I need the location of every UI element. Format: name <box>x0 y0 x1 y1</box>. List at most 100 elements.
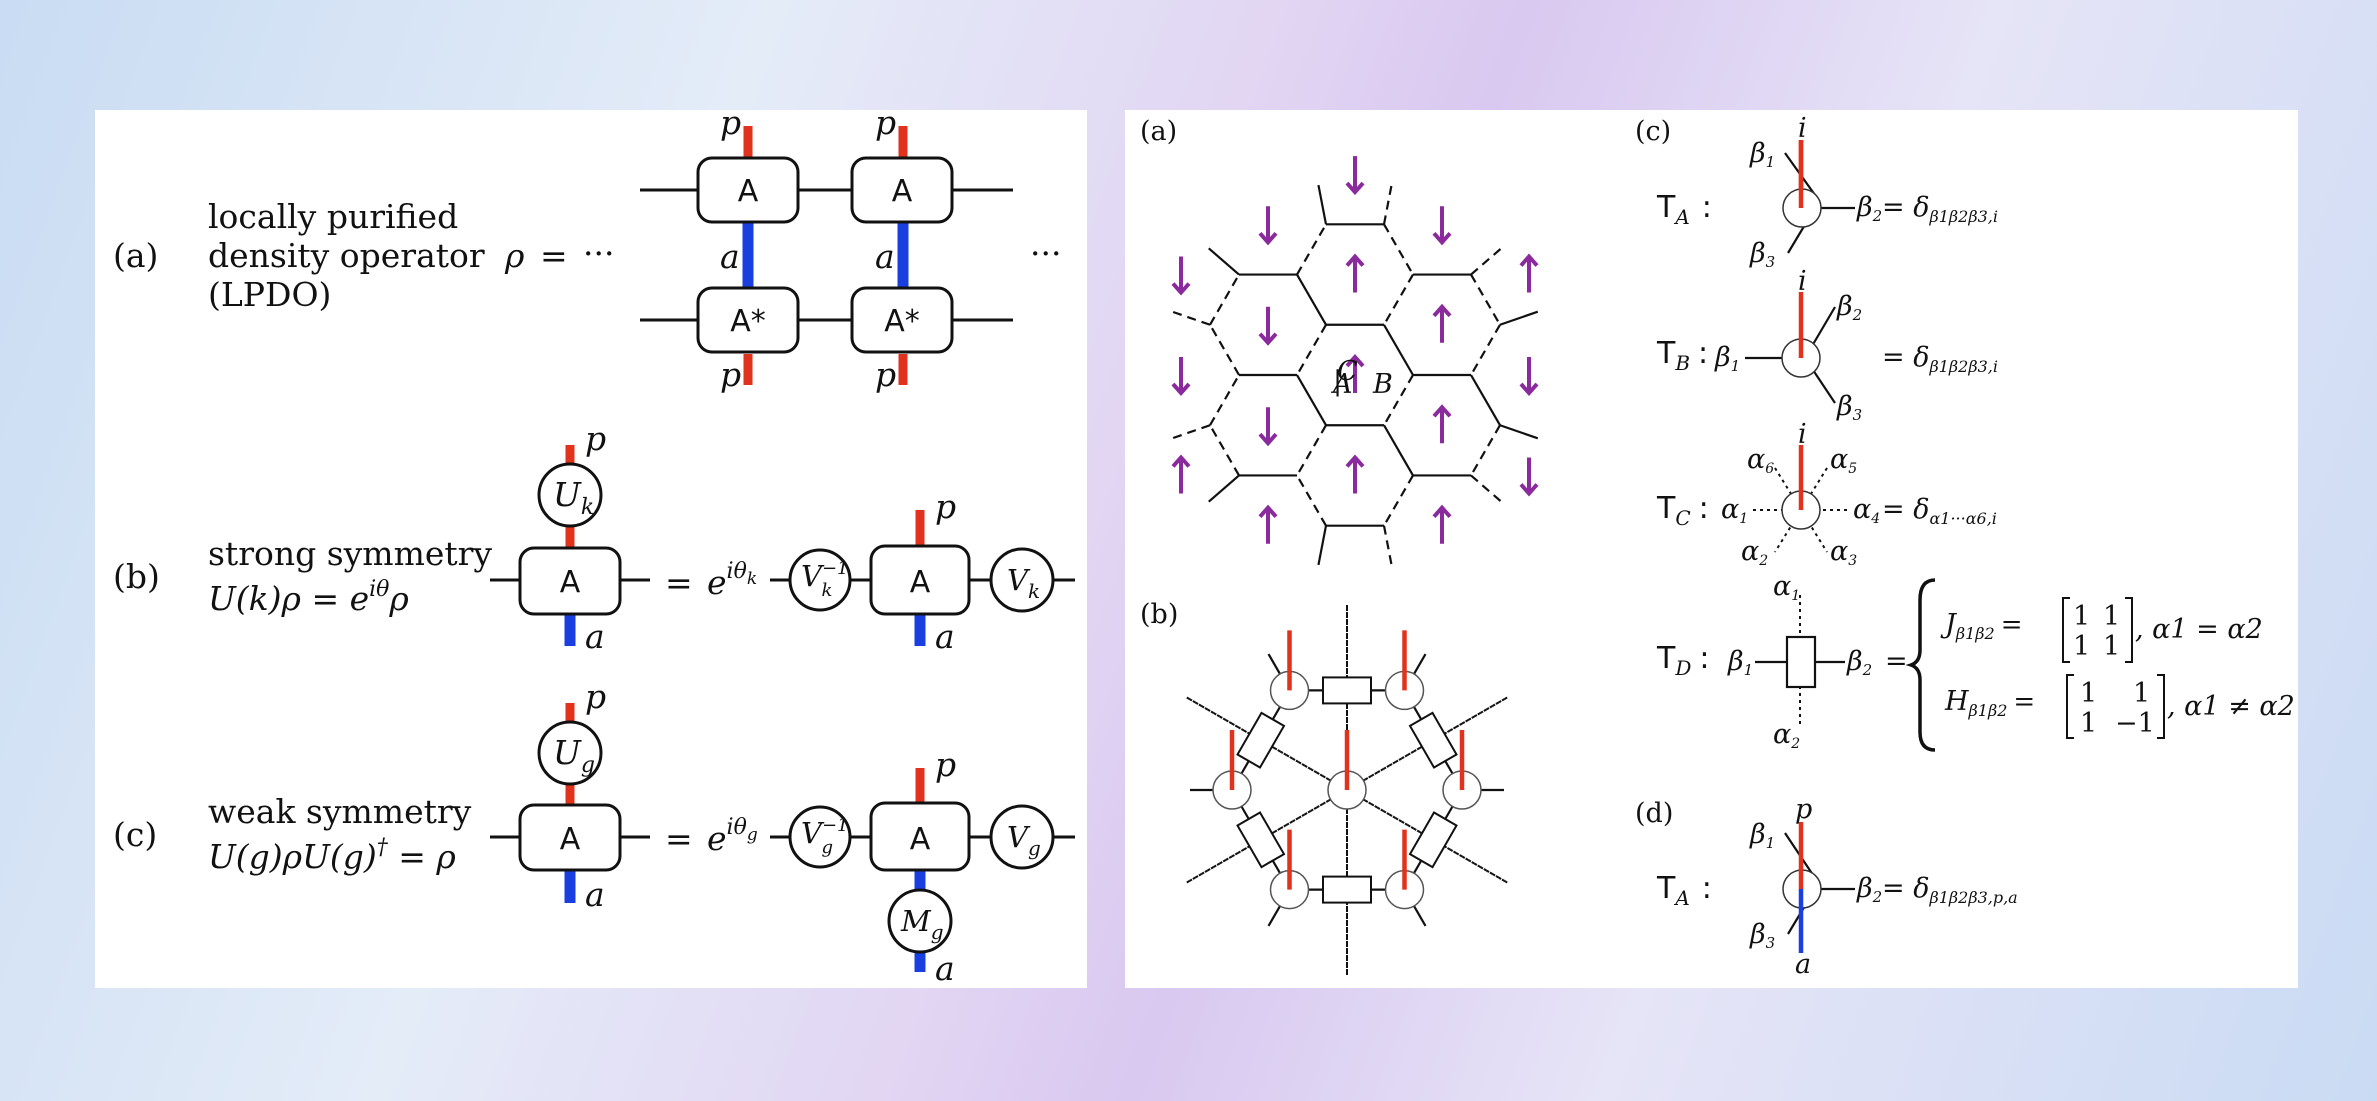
definitions-panel-label: (c) <box>1635 116 1671 147</box>
tensor-a-box <box>696 156 800 224</box>
tensor-a-label: A <box>910 822 931 857</box>
v-g-inverse <box>788 805 852 869</box>
right-figure-panel: (a) C | A B (b) (c) TA: i β1 β2 β3 = δβ1… <box>1125 110 2298 988</box>
lattice-stub <box>1317 184 1328 225</box>
spin-up-arrow <box>1432 303 1452 343</box>
tc-name: TC: <box>1656 491 1709 530</box>
ta-delta: = δβ1β2β3,i <box>1882 192 1998 226</box>
rho-symbol: ρ <box>504 236 525 275</box>
spin-down-arrow <box>1258 306 1278 346</box>
phys-index-label: p <box>720 355 741 394</box>
v-k-label: Vk <box>1007 563 1040 603</box>
spin-down-arrow <box>1519 457 1539 497</box>
tensor-a-box <box>869 801 971 872</box>
kraus-index-label: a <box>720 237 740 276</box>
lattice-stub <box>1208 474 1240 503</box>
lattice-bond <box>1296 324 1327 376</box>
j-m12: 1 <box>2103 601 2120 632</box>
lattice-stub <box>1171 310 1211 326</box>
tc-alpha3: α3 <box>1830 536 1857 569</box>
honeycomb-lattice <box>1171 156 1539 566</box>
j-condition: , α1 = α2 <box>2135 614 2263 645</box>
spin-down-arrow <box>1171 357 1191 397</box>
lattice-bond <box>1209 324 1240 376</box>
u-k-operator <box>537 462 603 528</box>
purified-panel-label: (d) <box>1635 798 1673 829</box>
tb-beta2: β2 <box>1836 291 1862 324</box>
lattice-stub <box>1382 525 1393 566</box>
tb-beta3: β3 <box>1836 391 1862 424</box>
ta-purified-a: a <box>1795 949 1811 980</box>
row-a-label: (a) <box>113 236 158 275</box>
phys-index-label: p <box>875 355 896 394</box>
lattice-stub <box>1499 310 1539 326</box>
spin-up-arrow <box>1432 504 1452 544</box>
spin-down-arrow <box>1258 206 1278 246</box>
tensor-a-conj-label: A* <box>884 304 920 339</box>
lattice-bond <box>1470 374 1501 426</box>
td-tensor <box>1236 811 1286 869</box>
kraus-index-label: a <box>585 617 605 656</box>
spin-down-arrow <box>1432 206 1452 246</box>
td-tensor <box>1408 711 1458 769</box>
m-g-label: Mg <box>900 904 944 944</box>
h-m21: 1 <box>2080 708 2097 739</box>
tc-alpha4: α4 <box>1853 494 1880 527</box>
td-beta2: β2 <box>1846 646 1872 679</box>
ta-purified-beta1: β1 <box>1749 819 1775 852</box>
lattice-stub <box>1499 424 1539 440</box>
td-beta1: β1 <box>1727 646 1753 679</box>
lpdo-network: A A A* A* p p a a p p <box>640 103 1013 394</box>
row-b-label: (b) <box>113 557 160 596</box>
lattice-bond <box>1296 424 1327 477</box>
spin-down-arrow <box>1519 357 1539 397</box>
weak-symmetry-equation: U(g)ρU(g)† = ρ <box>208 835 456 876</box>
tb-index-i: i <box>1798 266 1807 297</box>
ta-name: TA: <box>1656 190 1712 229</box>
ta-purified-delta: = δβ1β2β3,p,a <box>1882 873 2018 907</box>
u-k-label: Uk <box>553 475 594 520</box>
u-g-operator <box>537 720 603 786</box>
kraus-index-label: a <box>585 875 605 914</box>
ta-purified-beta2: β2 <box>1856 873 1882 906</box>
lattice-bond <box>1209 273 1240 326</box>
v-k-operator <box>989 547 1055 613</box>
spin-up-arrow <box>1171 454 1191 494</box>
kagome-tensor-network <box>1186 605 1508 975</box>
lattice-bond <box>1383 223 1414 276</box>
tensor-a-box <box>869 544 971 616</box>
v-g-label: Vg <box>1007 820 1041 860</box>
tensor-a-conj-label: A* <box>730 304 766 339</box>
tc-alpha2: α2 <box>1741 536 1768 569</box>
spin-down-arrow <box>1171 256 1191 296</box>
strong-symmetry-equation: U(k)ρ = eiθρ <box>208 577 409 618</box>
spin-up-arrow <box>1345 454 1365 494</box>
td-tensor <box>1236 711 1286 769</box>
tb-beta1: β1 <box>1714 342 1740 375</box>
td-equals: = <box>1885 646 1908 677</box>
td-alpha1: α1 <box>1773 571 1800 604</box>
tensor-ta-definition: TA: i β1 β2 β3 = δβ1β2β3,i <box>1656 113 1998 271</box>
td-tensor <box>1408 811 1458 869</box>
td-tensor <box>1322 676 1372 705</box>
phys-index-label: p <box>875 103 896 142</box>
strong-equals: = <box>665 563 693 602</box>
tb-delta: = δβ1β2β3,i <box>1882 342 1998 376</box>
ta-beta1: β1 <box>1749 138 1775 171</box>
lattice-bond <box>1296 223 1327 276</box>
row-c-label: (c) <box>113 815 157 854</box>
strong-symmetry-title: strong symmetry <box>208 534 492 573</box>
ta-purified-p: p <box>1795 794 1812 825</box>
kraus-index-label: a <box>935 617 955 656</box>
lattice-bond <box>1209 374 1240 426</box>
tc-alpha6: α6 <box>1747 444 1774 477</box>
tc-alpha1: α1 <box>1721 494 1748 527</box>
tensor-tc-definition: TC: i α1 α2 α3 α4 α5 α6 = δα1···α6,i <box>1656 419 1997 569</box>
lattice-stub <box>1470 247 1502 276</box>
lattice-bond <box>1383 374 1414 426</box>
lattice-stub <box>1317 525 1328 566</box>
weak-equals: = <box>665 819 693 858</box>
